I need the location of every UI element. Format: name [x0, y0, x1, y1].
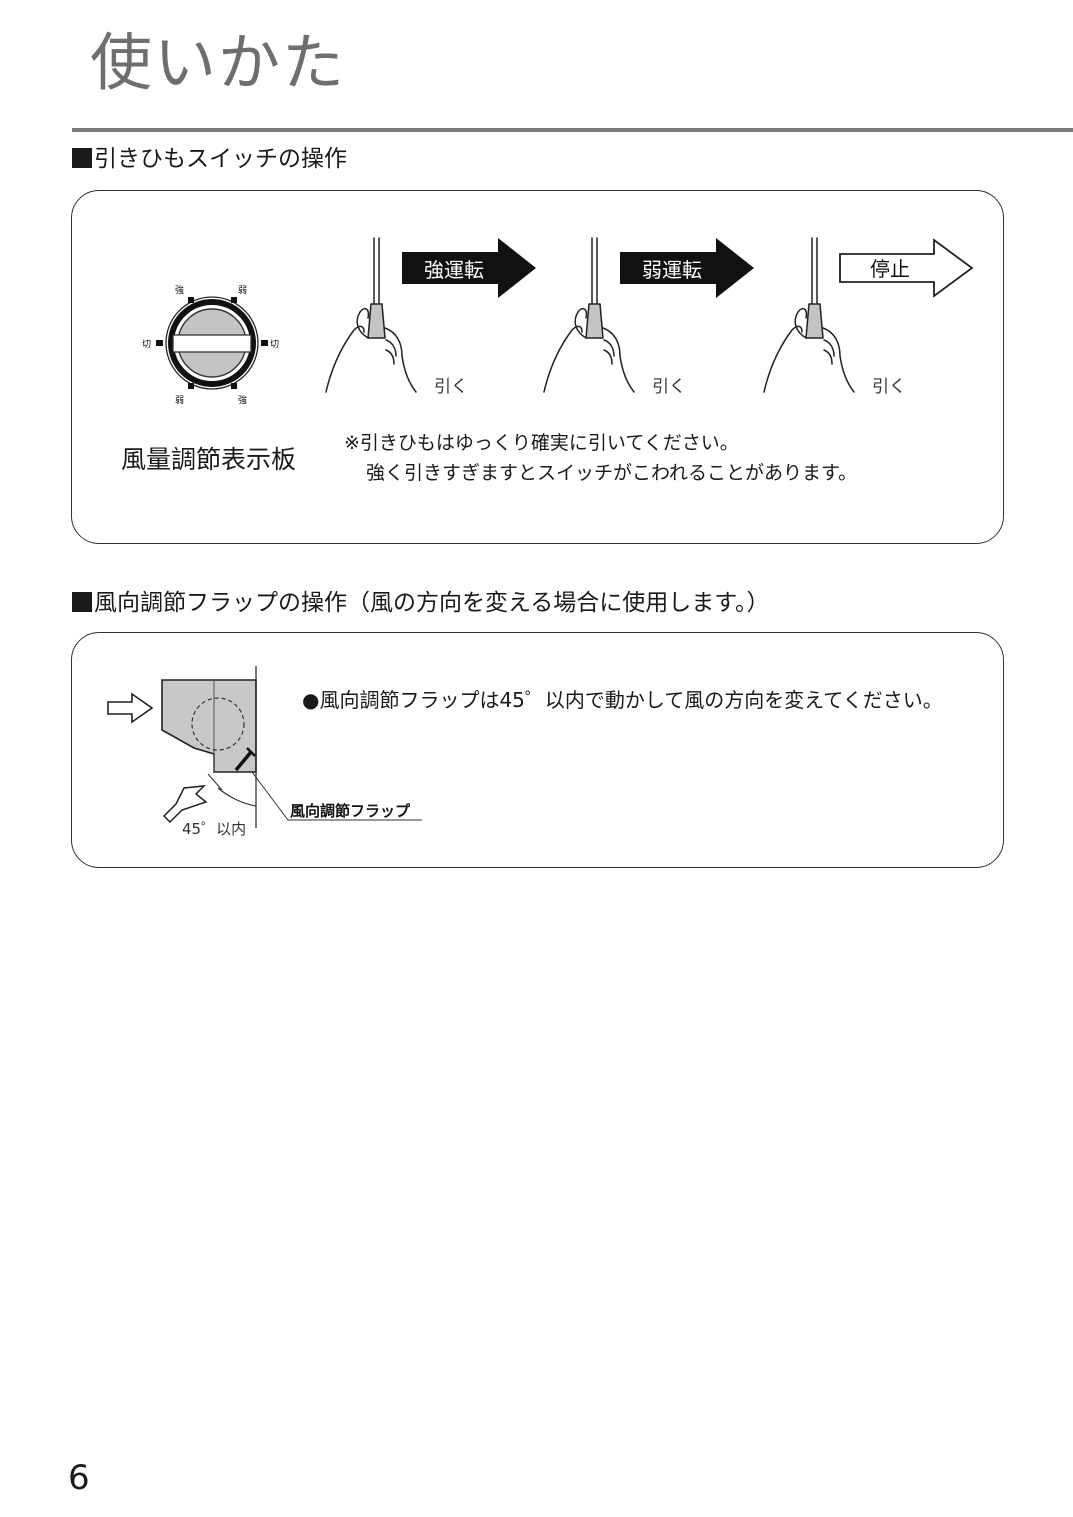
dial-label-right: 切 [270, 339, 279, 350]
flap-callout-label: 風向調節フラップ [290, 802, 411, 820]
flap-heading: 風向調節フラップの操作（風の方向を変える場合に使用します。） [72, 590, 770, 618]
dial-label-left: 切 [142, 339, 151, 350]
hand-pull-icon [543, 237, 635, 393]
airflow-in-arrow-icon [107, 692, 154, 724]
pull-note-line-2: 強く引きすぎますとスイッチがこわれることがあります。 [366, 462, 858, 484]
arrow-stop [839, 238, 974, 298]
step-1-illustration: 強運転 引く [325, 237, 536, 397]
airflow-out-arrow-icon [162, 785, 208, 824]
step-2-illustration: 弱運転 引く [543, 237, 754, 397]
arrow-strong [402, 238, 536, 298]
dial-label-top-left: 強 [175, 284, 184, 296]
pull-note-line-1: ※引きひもはゆっくり確実に引いてください。 [344, 432, 739, 454]
dial-caption: 風量調節表示板 [121, 445, 297, 474]
square-bullet-icon [72, 592, 92, 612]
square-bullet-icon [72, 148, 92, 168]
dial-label-bottom-right: 強 [238, 394, 247, 406]
arrow-weak [620, 238, 754, 298]
pull-label-3: 引く [872, 377, 906, 397]
pull-label-2: 引く [652, 377, 686, 397]
flap-heading-text: 風向調節フラップの操作（風の方向を変える場合に使用します。） [94, 590, 770, 616]
pull-switch-heading-text: 引きひもスイッチの操作 [94, 146, 347, 172]
dial-label-bottom-left: 弱 [175, 395, 184, 406]
flap-angle-label: 45゜以内 [182, 820, 246, 838]
dial-label-top-right: 弱 [238, 285, 247, 296]
pull-switch-heading: 引きひもスイッチの操作 [72, 146, 347, 174]
fan-speed-dial: 強 弱 切 切 弱 強 [142, 284, 279, 406]
title-divider [72, 128, 1073, 132]
flap-diagram: 風向調節フラップ 45゜以内 [107, 666, 422, 838]
pull-label-1: 引く [434, 377, 468, 397]
page-number: 6 [68, 1458, 90, 1498]
flap-description: ●風向調節フラップは45゜以内で動かして風の方向を変えてください。 [302, 688, 943, 712]
unit-body-shape [161, 679, 257, 773]
arrow-label-weak: 弱運転 [642, 258, 702, 282]
step-3-illustration: 停止 引く [763, 237, 974, 397]
page-title: 使いかた [90, 26, 347, 99]
hand-pull-icon [325, 237, 417, 393]
arrow-label-stop: 停止 [870, 257, 910, 281]
hand-pull-icon [763, 237, 855, 393]
flap-blade [234, 750, 253, 772]
arrow-label-strong: 強運転 [424, 258, 484, 282]
